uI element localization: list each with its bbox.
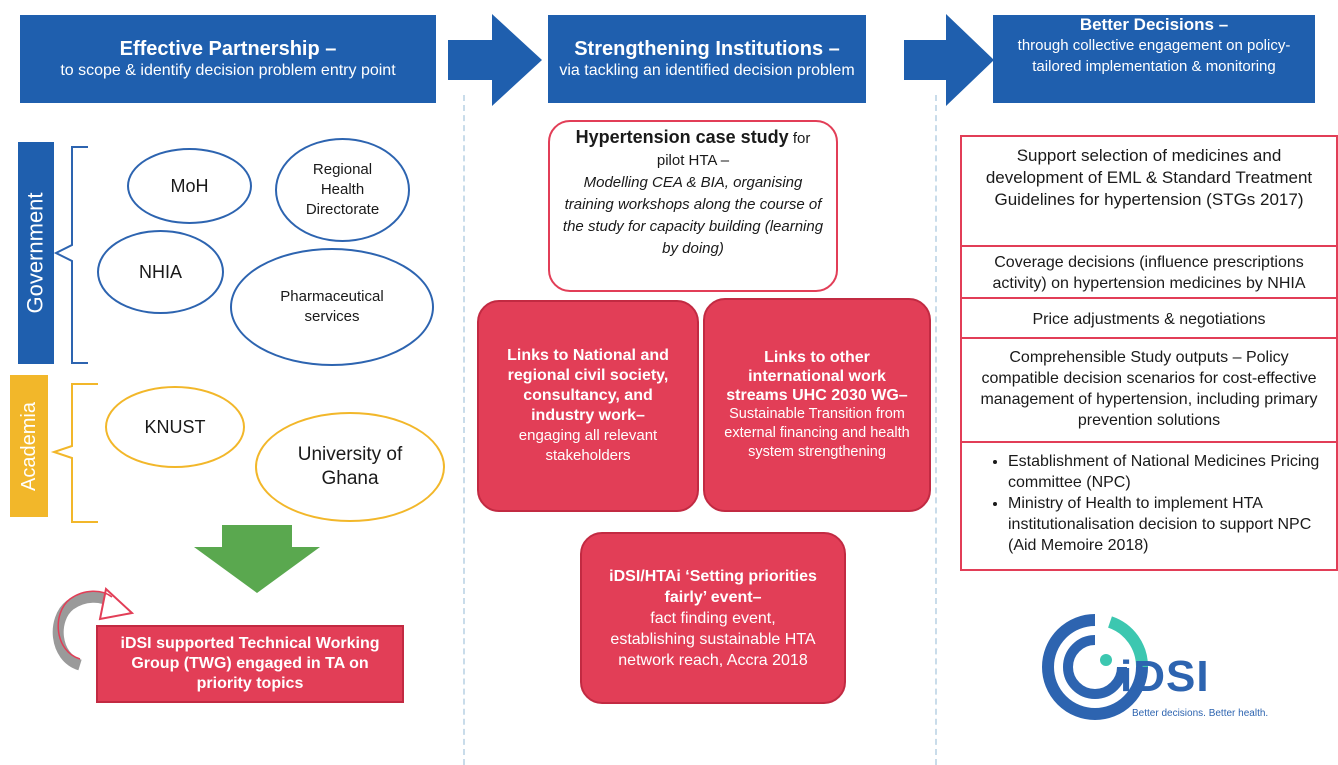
academia-label: Academia xyxy=(10,375,48,517)
column-separator-1 xyxy=(463,95,465,765)
arrow-down-icon xyxy=(194,525,320,593)
idsi-logo-mark xyxy=(1042,614,1149,720)
header-subtitle: through collective engagement on policy-… xyxy=(1017,37,1291,75)
government-label: Government xyxy=(18,142,54,364)
hypertension-case-study-box: Hypertension case study for pilot HTA – … xyxy=(548,120,838,292)
header-title: Strengthening Institutions – xyxy=(574,38,840,60)
outcome-bullet-list: Establishment of National Medicines Pric… xyxy=(970,451,1328,556)
arrow-right-icon xyxy=(448,14,542,106)
header-title: Effective Partnership – xyxy=(119,38,337,60)
header-subtitle: via tackling an identified decision prob… xyxy=(559,62,855,79)
outcome-selection-of-medicines: Support selection of medicines and devel… xyxy=(960,135,1338,247)
member-knust: KNUST xyxy=(105,386,245,468)
header-effective-partnership: Effective Partnership – to scope & ident… xyxy=(20,15,436,103)
twg-box: iDSI supported Technical Working Group (… xyxy=(96,625,404,703)
outcome-coverage-decisions: Coverage decisions (influence prescripti… xyxy=(960,245,1338,299)
outcome-bullets-box: Establishment of National Medicines Pric… xyxy=(960,441,1338,571)
header-strengthening-institutions: Strengthening Institutions – via tacklin… xyxy=(548,15,866,103)
links-international-box: Links to other international work stream… xyxy=(703,298,931,512)
arrow-right-icon xyxy=(904,14,994,106)
member-university-of-ghana: University of Ghana xyxy=(255,412,445,522)
member-pharmaceutical-services: Pharmaceutical services xyxy=(230,248,434,366)
idsi-logo-text: iDSI xyxy=(1120,652,1210,701)
outcome-study-outputs: Comprehensible Study outputs – Policy co… xyxy=(960,337,1338,443)
government-brace xyxy=(53,146,88,364)
column-separator-2 xyxy=(935,95,937,765)
header-better-decisions: Better Decisions – through collective en… xyxy=(993,15,1315,103)
member-regional-health-directorate: Regional Health Directorate xyxy=(275,138,410,242)
header-subtitle: to scope & identify decision problem ent… xyxy=(60,62,396,79)
links-national-box: Links to National and regional civil soc… xyxy=(477,300,699,512)
idsi-logo-tagline: Better decisions. Better health. xyxy=(1132,708,1269,719)
outcome-price-adjustments: Price adjustments & negotiations xyxy=(960,297,1338,339)
academia-brace xyxy=(50,383,98,523)
cycle-arrow-icon xyxy=(52,587,135,671)
case-study-subtitle: for pilot HTA – xyxy=(656,130,811,169)
idsi-htai-event-box: iDSI/HTAi ‘Setting priorities fairly’ ev… xyxy=(580,532,846,704)
bullet-moh-hta: Ministry of Health to implement HTA inst… xyxy=(1008,493,1328,556)
case-study-title: Hypertension case study xyxy=(575,127,789,147)
case-study-description: Modelling CEA & BIA, organising training… xyxy=(562,174,824,257)
bullet-npc: Establishment of National Medicines Pric… xyxy=(1008,451,1328,493)
member-moh: MoH xyxy=(127,148,252,224)
member-nhia: NHIA xyxy=(97,230,224,314)
header-title: Better Decisions – xyxy=(1079,15,1229,34)
idsi-logo: iDSI Better decisions. Better health. xyxy=(1040,612,1300,732)
